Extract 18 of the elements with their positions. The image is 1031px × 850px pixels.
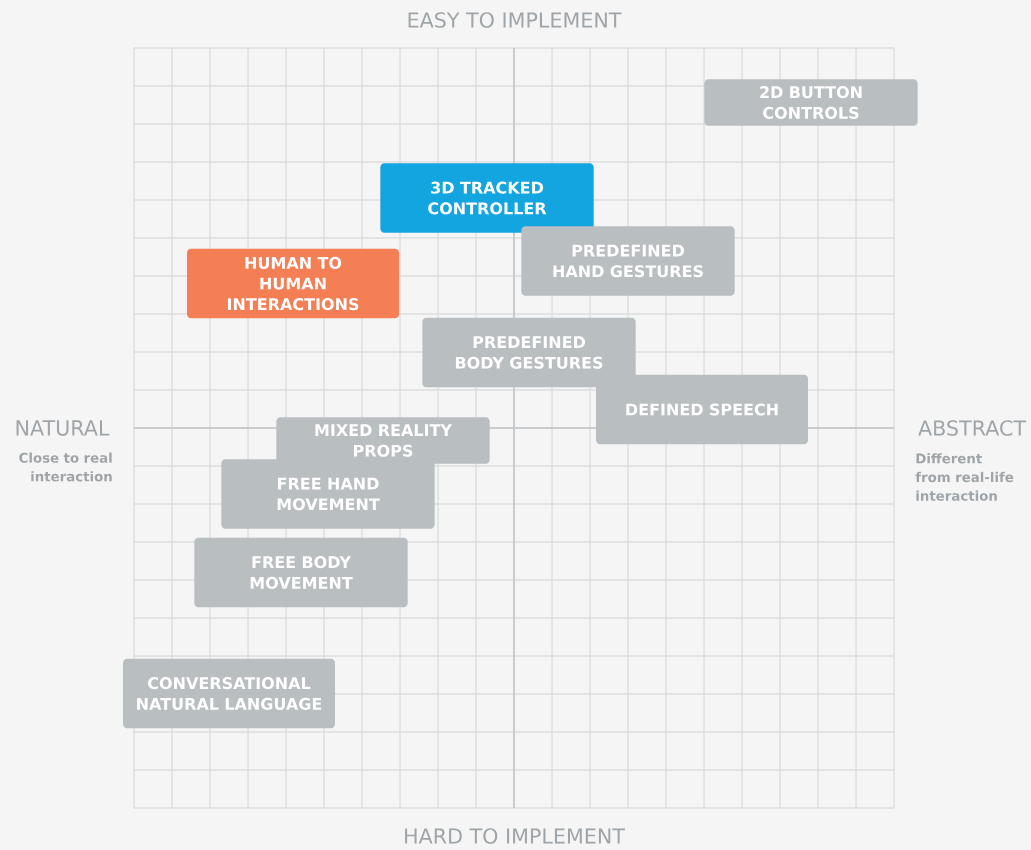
axis-title: HARD TO IMPLEMENT [405, 828, 625, 844]
axis-description: Close to real interaction [19, 452, 112, 482]
axis-description: Different from real-life interaction [915, 453, 1014, 501]
category-box: HUMAN TO HUMAN INTERACTIONS [187, 248, 399, 319]
category-box: CONVERSATIONAL NATURAL LANGUAGE [123, 658, 335, 729]
category-box: PREDEFINED HAND GESTURES [521, 226, 735, 296]
node-label: FREE HAND MOVEMENT [277, 477, 380, 511]
category-box: DEFINED SPEECH [596, 374, 808, 445]
category-box: FREE BODY MOVEMENT [194, 537, 408, 608]
axis-title: NATURAL [16, 420, 110, 436]
node-label: MIXED REALITY PROPS [315, 424, 453, 457]
axis-title: ABSTRACT [918, 420, 1027, 436]
category-box: FREE HAND MOVEMENT [221, 459, 435, 529]
category-box: 3D TRACKED CONTROLLER [380, 163, 594, 233]
category-box: 2D BUTTON CONTROLS [704, 79, 918, 126]
category-box: PREDEFINED BODY GESTURES [422, 317, 636, 388]
category-box: MIXED REALITY PROPS [276, 417, 490, 464]
axis-title: EASY TO IMPLEMENT [408, 12, 622, 28]
